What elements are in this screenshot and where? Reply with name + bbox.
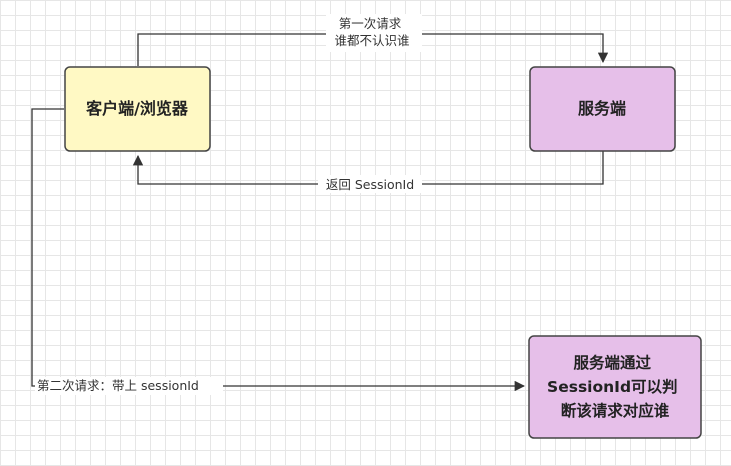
- server-check-label-line-1: 服务端通过: [574, 353, 652, 372]
- return-sessionid-label-bg: [318, 175, 422, 193]
- first-request-label-line-2: 谁都不认识谁: [334, 33, 409, 48]
- client-browser-label: 客户端/浏览器: [86, 99, 189, 118]
- client-browser-node[interactable]: 客户端/浏览器: [64, 66, 211, 152]
- return-sessionid-label: 返回 SessionId: [326, 177, 414, 192]
- server-check-label-line-3: 断该请求对应谁: [561, 401, 670, 420]
- server-node[interactable]: 服务端: [529, 66, 676, 152]
- server-check-label: 服务端通过 SessionId可以判 断该请求对应谁: [547, 353, 683, 420]
- second-request-label-bg: [35, 377, 223, 395]
- server-check-box: [528, 335, 702, 439]
- server-check-node[interactable]: 服务端通过 SessionId可以判 断该请求对应谁: [528, 335, 702, 439]
- server-box: [529, 66, 676, 152]
- second-request-arrow: [31, 108, 526, 392]
- first-request-label-line-1: 第一次请求: [339, 16, 402, 31]
- client-browser-box: [64, 66, 211, 152]
- server-check-label-line-2: SessionId可以判: [547, 377, 678, 396]
- second-request-label: 第二次请求：带上 sessionId: [37, 378, 199, 393]
- first-request-label-bg: [326, 14, 422, 52]
- first-request-label: 第一次请求 谁都不认识谁: [334, 16, 409, 48]
- server-label: 服务端: [578, 99, 626, 118]
